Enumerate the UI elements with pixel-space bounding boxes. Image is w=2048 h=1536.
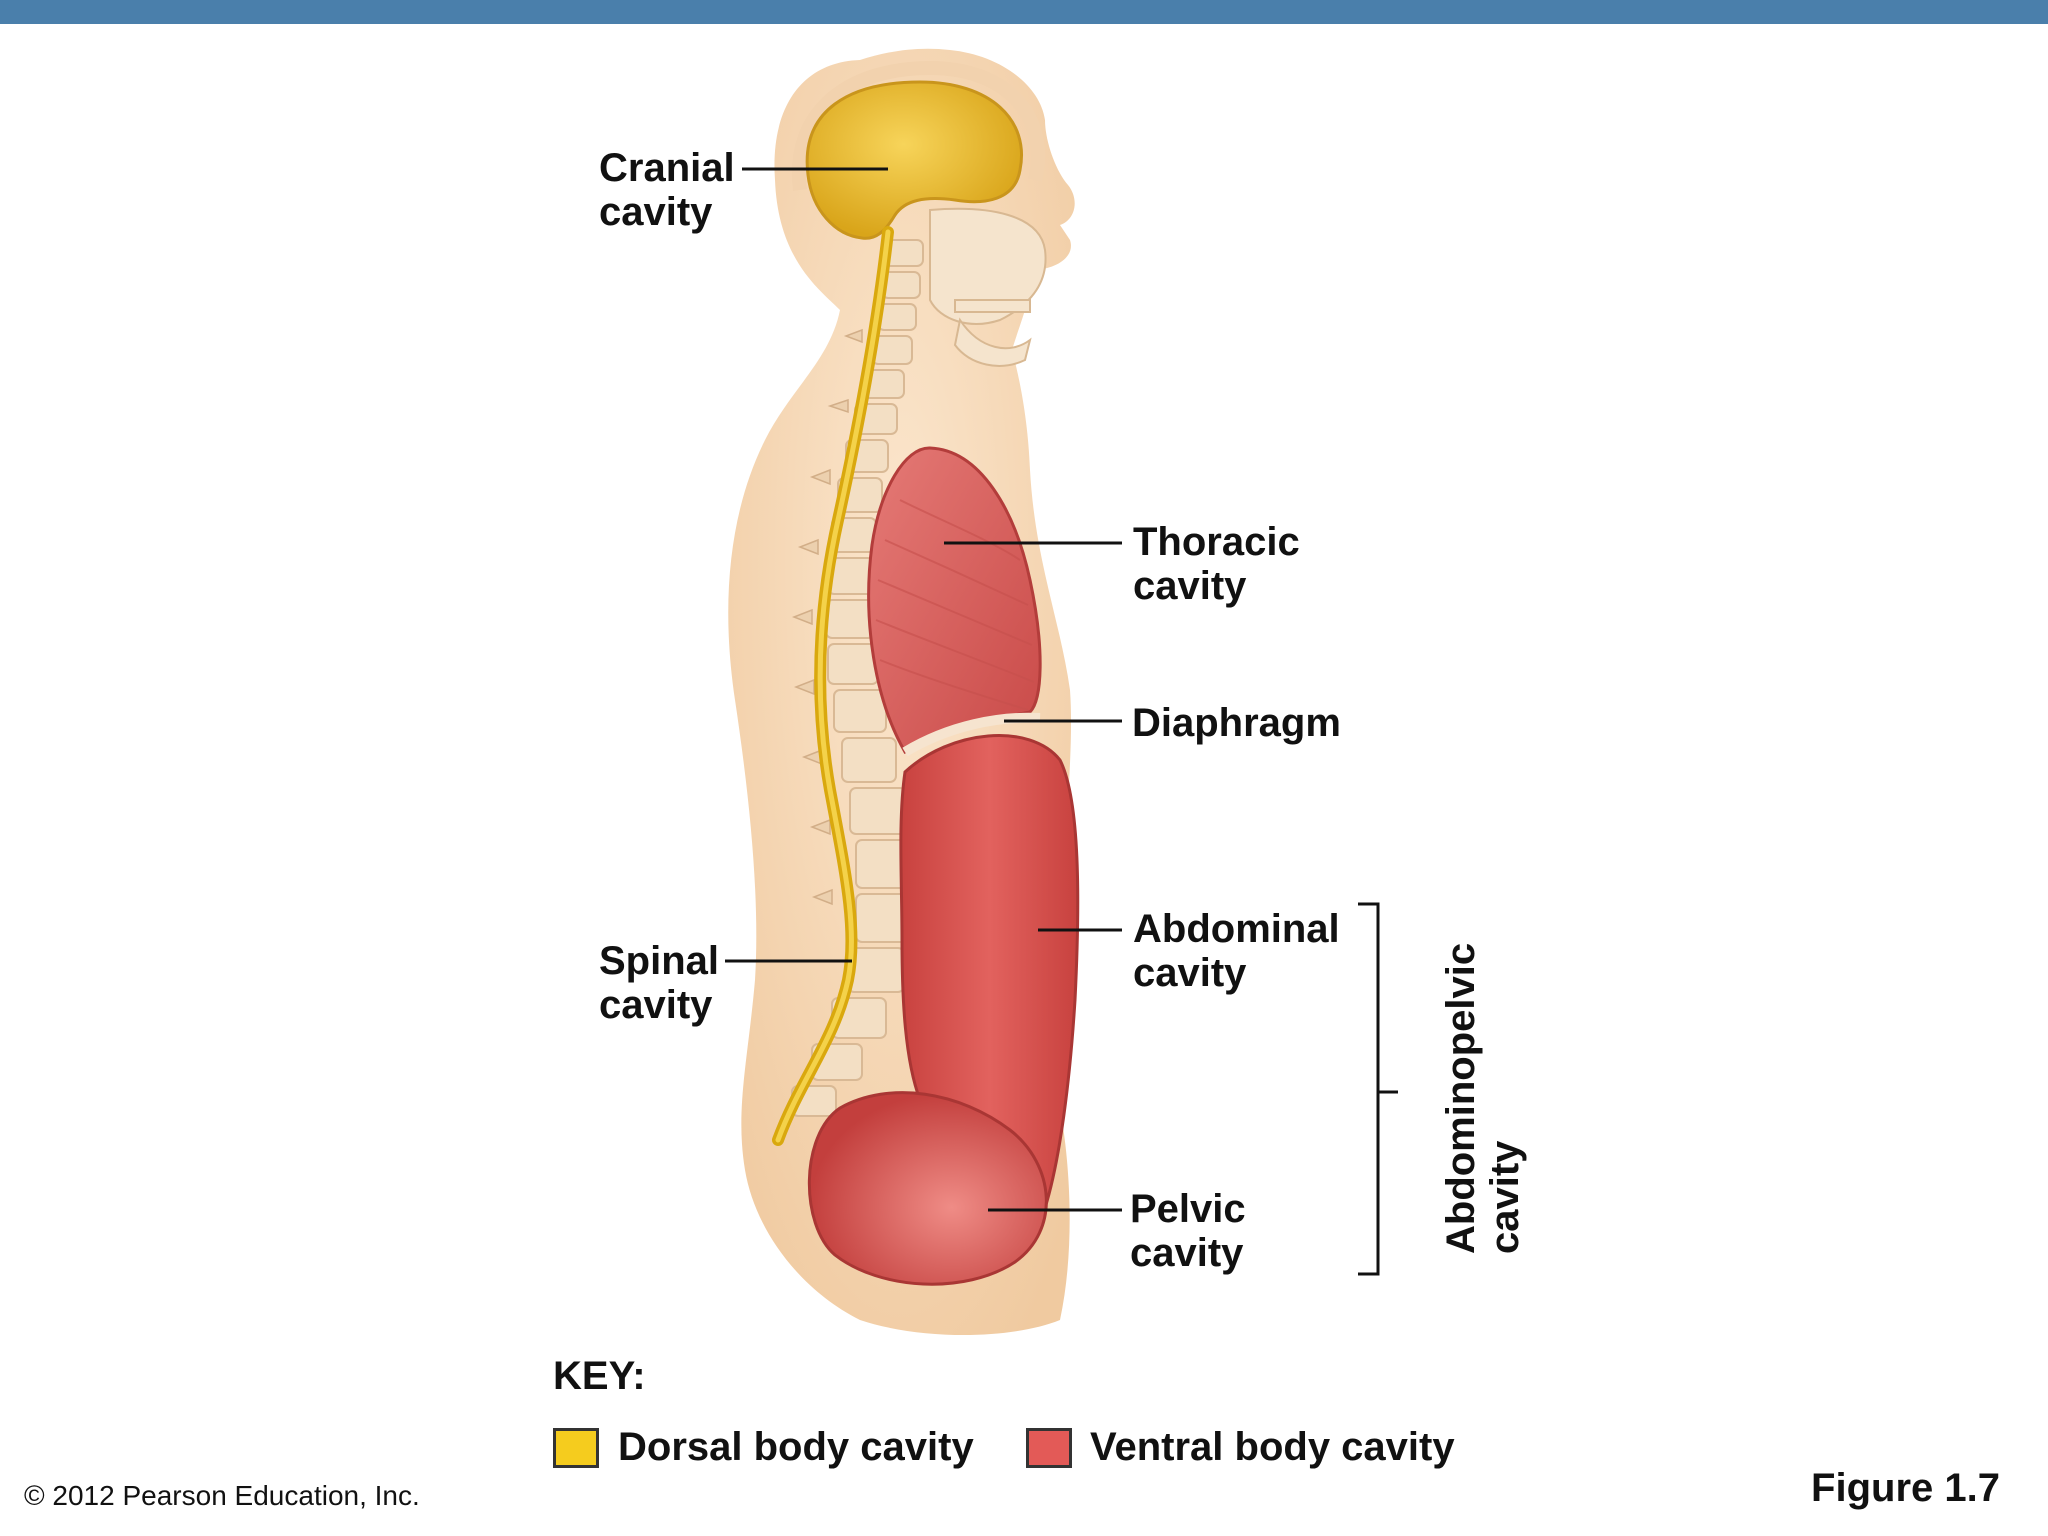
header-bar (0, 0, 2048, 24)
facial-bones (929, 207, 1047, 367)
pelvic-cavity-organ (807, 1091, 1048, 1286)
spinal-label-line2: cavity (599, 983, 713, 1027)
brain (805, 80, 1023, 240)
spinal-cord-highlight (775, 229, 891, 1143)
leader-lines (725, 167, 1122, 1212)
dorsal-swatch (553, 1428, 599, 1468)
cranial-label-line2: cavity (599, 190, 713, 234)
abdominopelvic-cavity-label: Abdominopelvic cavity (1439, 914, 1527, 1254)
cranial-label-line1: Cranial (599, 146, 735, 190)
key-ventral-label: Ventral body cavity (1090, 1425, 1455, 1469)
spinal-cavity-label: Spinal cavity (599, 939, 719, 1027)
abdominopelvic-label-line1: Abdominopelvic (1439, 942, 1483, 1254)
abdominopelvic-bracket (1358, 902, 1398, 1276)
thoracic-label-line1: Thoracic (1133, 520, 1300, 564)
diaphragm-label: Diaphragm (1132, 701, 1341, 745)
skull (791, 60, 1046, 191)
key-title: KEY: (553, 1354, 646, 1398)
key-dorsal-label: Dorsal body cavity (618, 1425, 974, 1469)
abdominal-cavity-organ (899, 734, 1080, 1211)
pelvic-label-line1: Pelvic (1130, 1187, 1246, 1231)
spinous-processes (791, 328, 863, 906)
pelvic-cavity-label: Pelvic cavity (1130, 1187, 1246, 1275)
abdominal-cavity-label: Abdominal cavity (1133, 907, 1340, 995)
cranial-cavity-label: Cranial cavity (599, 146, 735, 234)
diaphragm (902, 712, 1041, 757)
ventral-swatch (1026, 1428, 1072, 1468)
vertebral-column (791, 239, 924, 1117)
abdominopelvic-label-line2: cavity (1483, 1140, 1527, 1254)
thoracic-label-line2: cavity (1133, 564, 1247, 608)
pelvic-label-line2: cavity (1130, 1231, 1244, 1275)
figure-number: Figure 1.7 (1811, 1466, 2000, 1510)
copyright-notice: © 2012 Pearson Education, Inc. (24, 1480, 420, 1511)
spinal-label-line1: Spinal (599, 939, 720, 983)
rib-lines (875, 499, 1035, 711)
thoracic-cavity-label: Thoracic cavity (1133, 520, 1300, 608)
abdominal-label-line2: cavity (1133, 951, 1247, 995)
abdominal-label-line1: Abdominal (1133, 907, 1340, 951)
